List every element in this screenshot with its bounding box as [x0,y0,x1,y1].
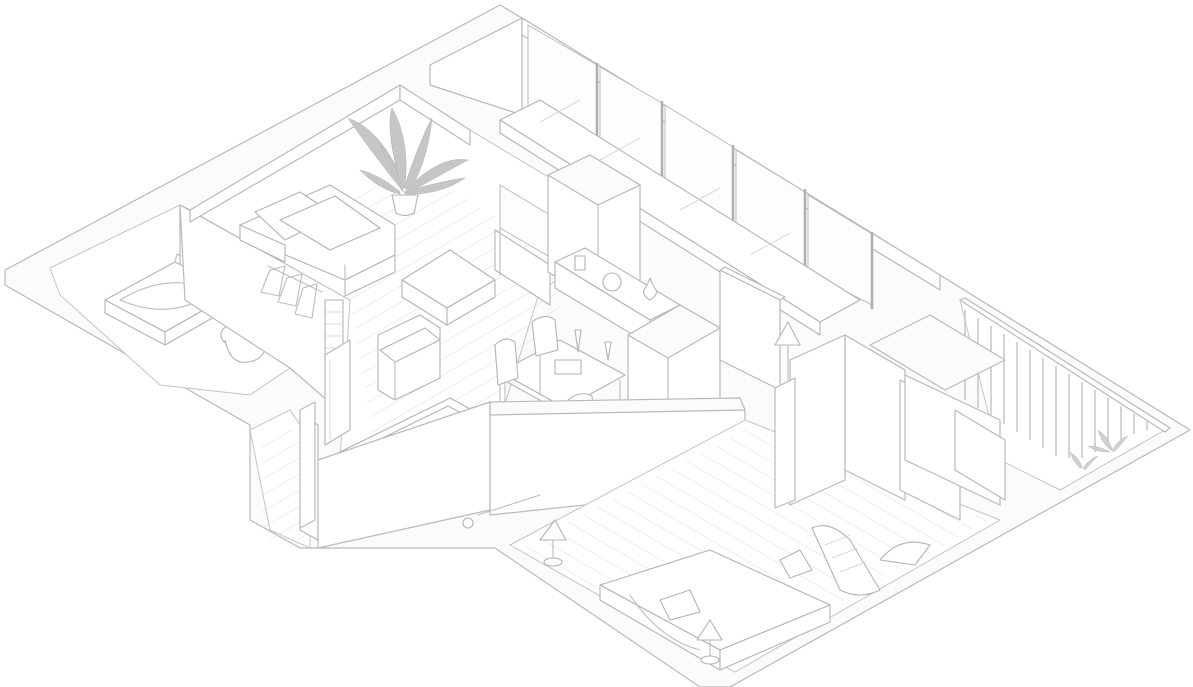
tv-unit [494,184,556,306]
bedside-lamp-right [696,619,723,665]
towels [260,265,323,319]
dining-table [499,329,626,466]
balcony-railing [964,310,1148,458]
lounge-chair [779,525,931,596]
kitchen-area [429,17,941,451]
dining-area [494,315,626,469]
bedroom [508,321,1002,673]
bed [599,549,831,671]
armchair [377,314,441,401]
sofa [239,184,396,297]
bedside-lamp-left [539,519,567,567]
balcony-plant [1069,429,1129,471]
living-room [188,84,641,501]
doors [299,339,351,529]
bathroom [49,204,351,421]
palm-plant [347,107,469,217]
coffee-table [401,249,496,326]
sideboard [554,247,681,346]
balcony [869,297,1171,506]
